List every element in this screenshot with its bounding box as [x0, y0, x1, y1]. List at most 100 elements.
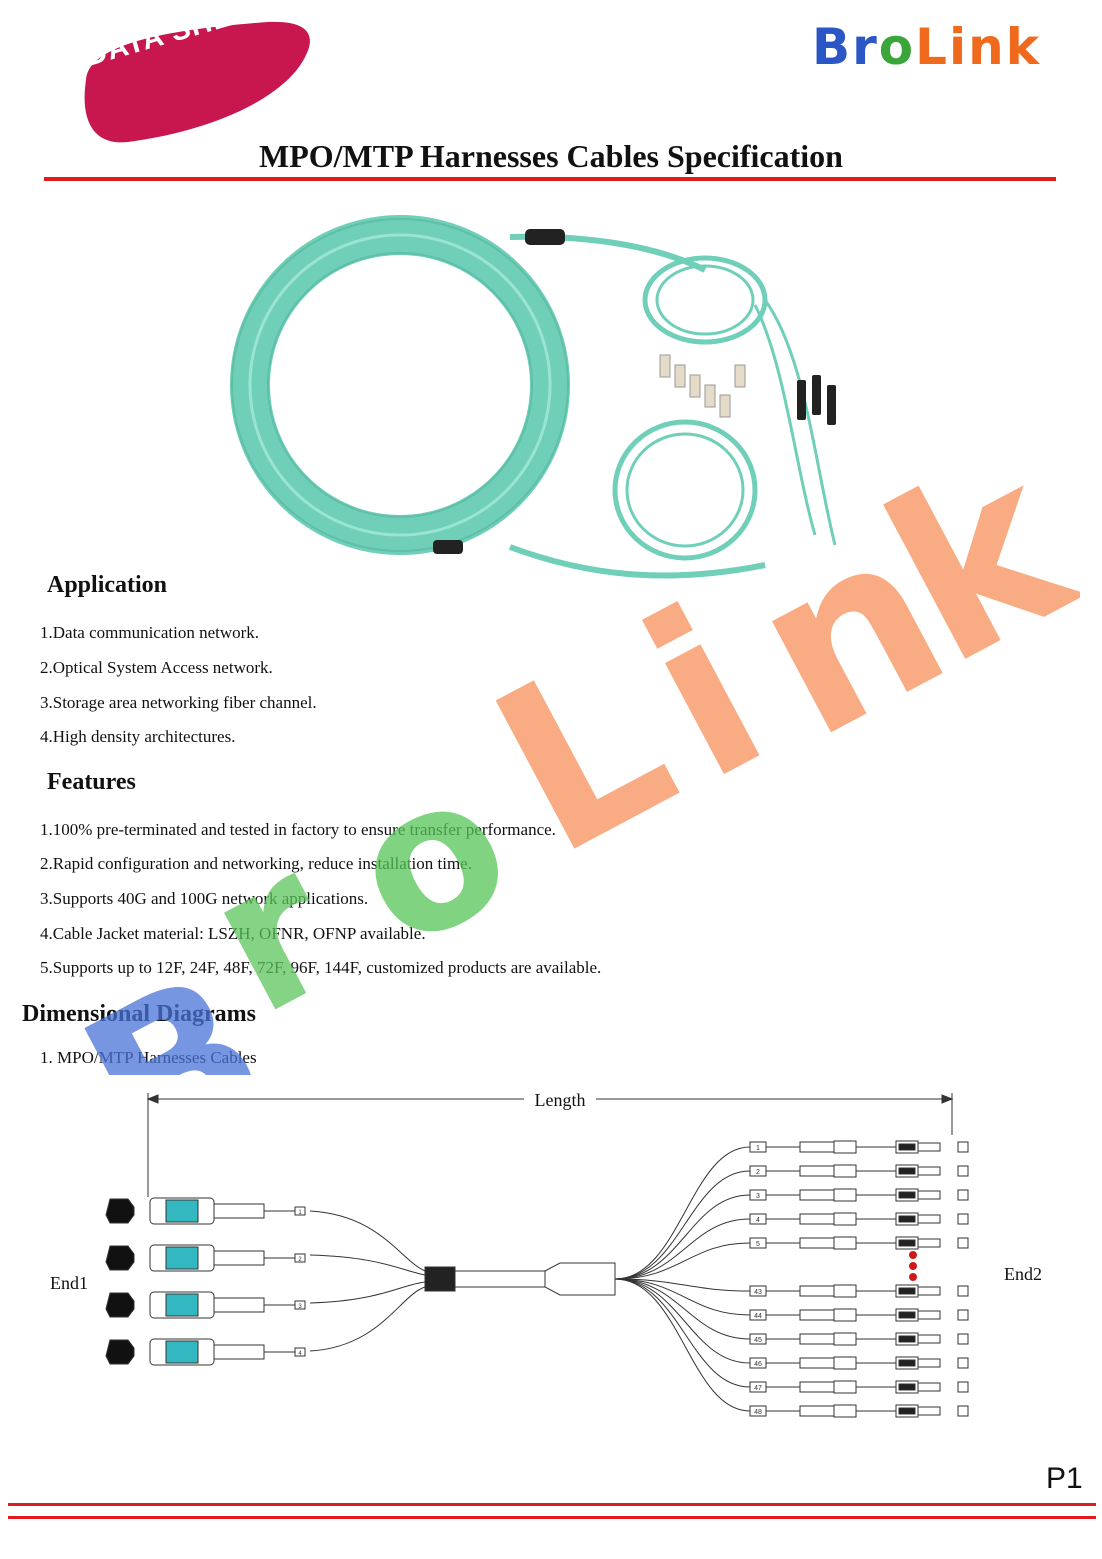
lc-ferrule — [917, 1310, 941, 1320]
lc-latch — [898, 1167, 916, 1175]
lc-dust-cap — [957, 1381, 969, 1393]
svg-text:i: i — [607, 559, 802, 832]
fiber-tag — [294, 1300, 306, 1310]
application-item: 1.Data communication network. — [40, 623, 260, 642]
lc-latch — [898, 1191, 916, 1199]
fiber-number: 48 — [754, 1409, 762, 1416]
lc-boot — [799, 1237, 835, 1249]
mpo-dust-cap — [105, 1339, 135, 1365]
fanout-fiber — [614, 1278, 751, 1412]
lc-latch — [898, 1239, 916, 1247]
features-item: 3.Supports 40G and 100G network applicat… — [40, 889, 369, 908]
lc-dust-cap — [957, 1165, 969, 1177]
fiber-number: 3 — [756, 1193, 760, 1200]
mpo-boot — [213, 1297, 265, 1313]
lc-ferrule — [917, 1358, 941, 1368]
end1-label: End1 — [50, 1273, 88, 1293]
fiber-number: 1 — [298, 1210, 302, 1216]
fiber-number: 47 — [754, 1385, 762, 1392]
features-item: 5.Supports up to 12F, 24F, 48F, 72F, 96F… — [40, 958, 602, 977]
lc-dust-cap — [957, 1309, 969, 1321]
lc-boot — [799, 1213, 835, 1225]
end2-label: End2 — [1004, 1264, 1042, 1284]
svg-text:L: L — [456, 603, 711, 908]
lc-ferrule — [917, 1214, 941, 1224]
fanout-fiber — [614, 1278, 751, 1316]
application-item: 3.Storage area networking fiber channel. — [40, 693, 317, 712]
page-number: P1 — [1046, 1462, 1083, 1495]
lc-ferrule — [917, 1334, 941, 1344]
lc-ferrule — [917, 1286, 941, 1296]
lc-latch — [898, 1143, 916, 1151]
fiber-number: 45 — [754, 1337, 762, 1344]
lc-boot — [799, 1165, 835, 1177]
application-heading: Application — [47, 572, 168, 598]
lc-boot — [799, 1141, 835, 1153]
footer-divider — [8, 1516, 1096, 1519]
lc-housing — [833, 1356, 857, 1370]
lc-housing — [833, 1332, 857, 1346]
lc-housing — [833, 1308, 857, 1322]
lc-dust-cap — [957, 1405, 969, 1417]
fiber-tag — [294, 1253, 306, 1263]
dimensional-subitem: 1. MPO/MTP Harnesses Cables — [40, 1048, 257, 1067]
fiber-tag — [294, 1347, 306, 1357]
fanout-fiber — [614, 1170, 751, 1280]
fanout-fiber — [614, 1218, 751, 1280]
lc-dust-cap — [957, 1285, 969, 1297]
lc-latch — [898, 1359, 916, 1367]
mpo-boot — [213, 1250, 265, 1266]
mpo-boot — [213, 1203, 265, 1219]
fanout-fiber — [614, 1278, 751, 1364]
lc-latch — [898, 1335, 916, 1343]
lc-boot — [799, 1357, 835, 1369]
lc-boot — [799, 1405, 835, 1417]
mpo-connector-ferrule — [165, 1199, 199, 1223]
lc-ferrule — [917, 1142, 941, 1152]
lc-ferrule — [917, 1406, 941, 1416]
lc-dust-cap — [957, 1189, 969, 1201]
lc-ferrule — [917, 1190, 941, 1200]
lc-housing — [833, 1164, 857, 1178]
fanout-fiber — [614, 1278, 751, 1292]
features-item: 1.100% pre-terminated and tested in fact… — [40, 820, 556, 839]
fiber-harness-photo — [230, 215, 837, 579]
fanout-fiber — [614, 1194, 751, 1280]
application-item: 2.Optical System Access network. — [40, 658, 273, 677]
mpo-dust-cap — [105, 1198, 135, 1224]
page-title: MPO/MTP Harnesses Cables Specification — [259, 138, 843, 174]
lc-housing — [833, 1236, 857, 1250]
lc-latch — [898, 1287, 916, 1295]
lc-ferrule — [917, 1238, 941, 1248]
data-sheet-badge — [84, 21, 310, 143]
lc-dust-cap — [957, 1357, 969, 1369]
fanout-fiber — [614, 1278, 751, 1388]
lc-latch — [898, 1311, 916, 1319]
lc-boot — [799, 1309, 835, 1321]
length-label: Length — [535, 1090, 586, 1110]
fiber-number: 4 — [756, 1217, 760, 1224]
lc-housing — [833, 1140, 857, 1154]
fiber-number: 5 — [756, 1241, 760, 1248]
lc-dust-cap — [957, 1213, 969, 1225]
lc-housing — [833, 1212, 857, 1226]
fanout-fiber — [614, 1242, 751, 1280]
fiber-number: 46 — [754, 1361, 762, 1368]
lc-boot — [799, 1285, 835, 1297]
fiber-number: 1 — [756, 1145, 760, 1152]
application-item: 4.High density architectures. — [40, 727, 236, 746]
brand-logo: BroLink — [812, 18, 1041, 76]
mpo-connector-ferrule — [165, 1246, 199, 1270]
features-heading: Features — [47, 769, 136, 795]
lc-housing — [833, 1284, 857, 1298]
mpo-connector-ferrule — [165, 1293, 199, 1317]
lc-ferrule — [917, 1166, 941, 1176]
lc-dust-cap — [957, 1141, 969, 1153]
lc-housing — [833, 1380, 857, 1394]
title-divider — [44, 177, 1056, 181]
lc-boot — [799, 1333, 835, 1345]
lc-latch — [898, 1383, 916, 1391]
mpo-dust-cap — [105, 1292, 135, 1318]
fiber-number: 2 — [298, 1257, 302, 1263]
lc-housing — [833, 1404, 857, 1418]
